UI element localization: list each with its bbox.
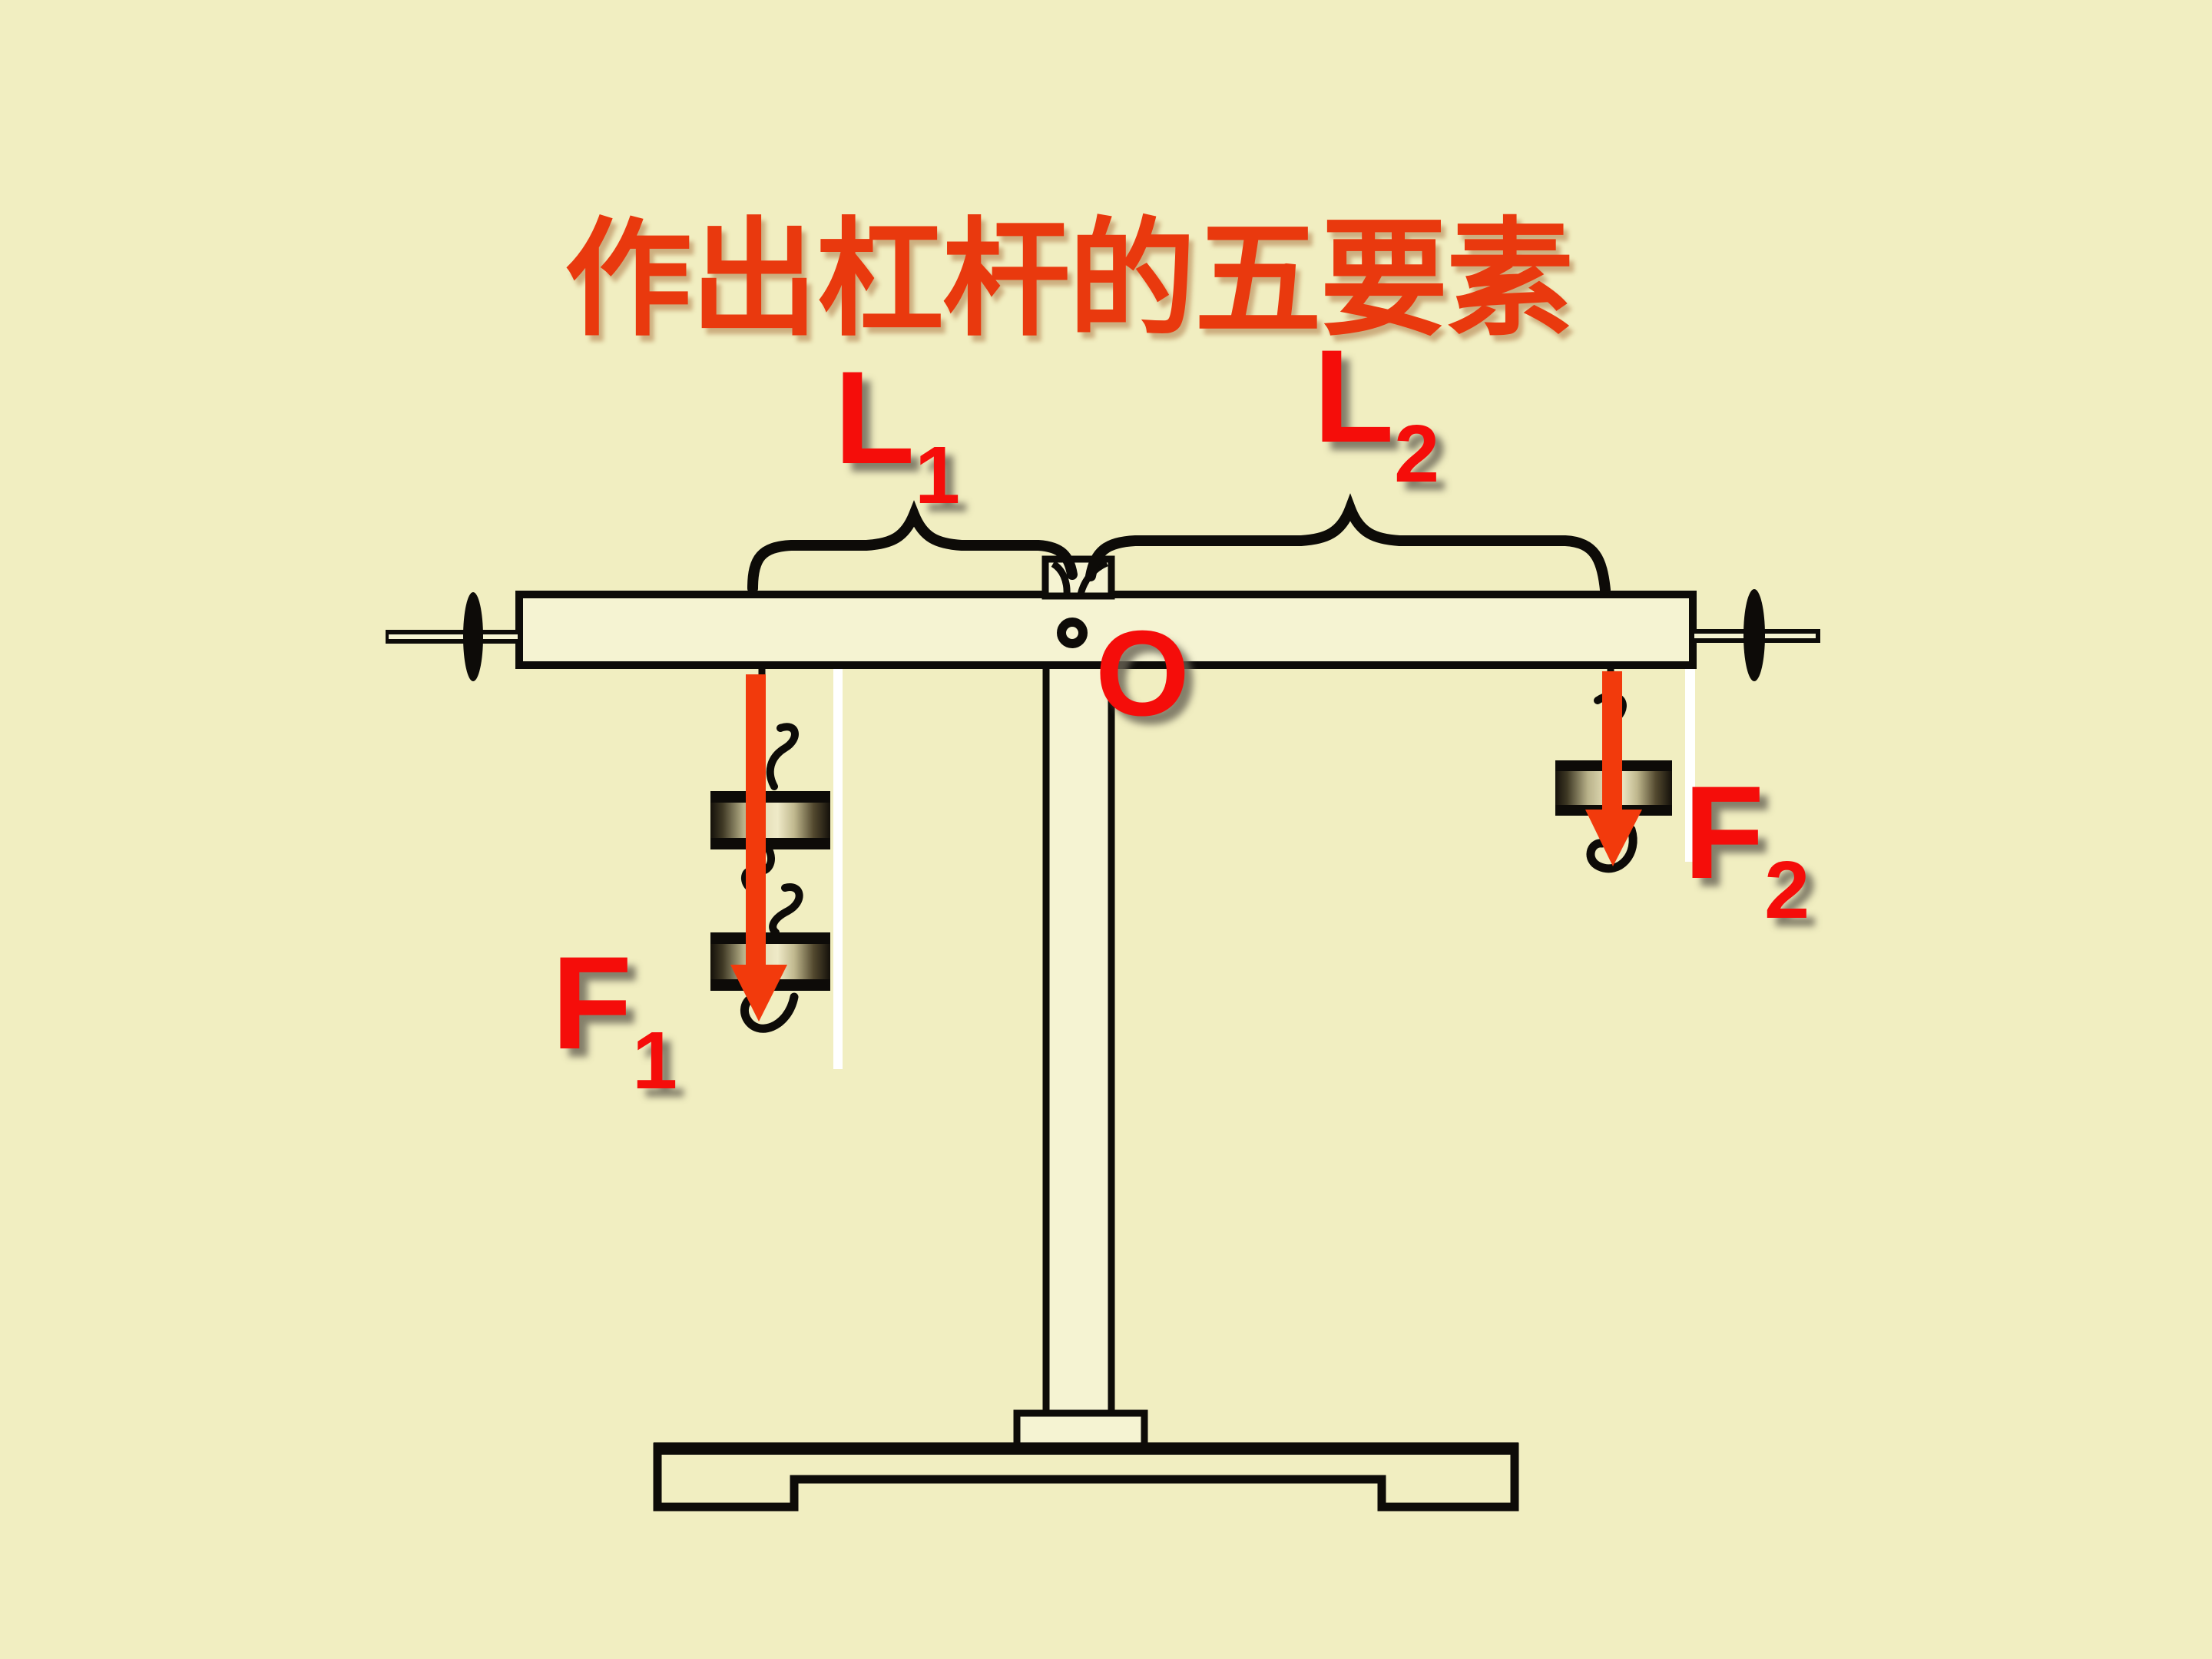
left-string-highlight bbox=[833, 668, 843, 1069]
f1-arrow-head bbox=[730, 965, 787, 1022]
stand-post bbox=[1042, 661, 1115, 1419]
f1-arrow-shaft bbox=[746, 674, 766, 968]
left-weight-2-top-edge bbox=[710, 932, 830, 944]
label-f2-subscript: 2 bbox=[1764, 845, 1810, 935]
label-f2-symbol: F bbox=[1684, 759, 1765, 906]
label-l2-symbol: L bbox=[1313, 323, 1395, 470]
right-string-highlight bbox=[1685, 668, 1695, 862]
label-lever-arm-l2: L2 bbox=[1313, 330, 1439, 495]
left-weight-1-bottom-edge bbox=[710, 838, 830, 849]
label-f1-symbol: F bbox=[551, 929, 633, 1077]
left-weight-1-top-edge bbox=[710, 791, 830, 803]
right-pin bbox=[1691, 589, 1820, 681]
label-lever-arm-l1: L1 bbox=[834, 352, 960, 516]
label-o-symbol: O bbox=[1095, 606, 1190, 741]
fulcrum-notch-left-curve bbox=[1051, 561, 1071, 595]
right-pin-disc bbox=[1743, 589, 1765, 681]
left-pin-rod-gap bbox=[389, 634, 518, 639]
f2-arrow-shaft bbox=[1602, 671, 1622, 813]
stand-base-top-edge bbox=[654, 1442, 1518, 1455]
left-hook-mid-lower bbox=[769, 883, 803, 936]
label-l2-subscript: 2 bbox=[1394, 409, 1440, 499]
brace-l1-icon bbox=[747, 500, 1078, 594]
left-hook-top bbox=[766, 723, 799, 790]
label-force-f2: F2 bbox=[1684, 767, 1810, 931]
brace-l2-icon bbox=[1085, 493, 1611, 595]
stand-base bbox=[653, 1442, 1519, 1512]
force-f2-down-arrow-icon bbox=[1585, 671, 1642, 866]
left-pin-disc bbox=[463, 592, 483, 681]
f2-arrow-head bbox=[1585, 810, 1642, 866]
label-f1-subscript: 1 bbox=[632, 1015, 678, 1106]
label-l1-subscript: 1 bbox=[915, 430, 961, 521]
slide-title: 作出杠杆的五要素 bbox=[565, 209, 1574, 351]
right-hook-bottom bbox=[1586, 825, 1637, 873]
force-f1-down-arrow-icon bbox=[730, 674, 787, 1022]
axle-hole bbox=[1057, 618, 1088, 648]
label-l1-symbol: L bbox=[834, 344, 916, 492]
left-weight-assembly bbox=[710, 665, 830, 1033]
left-pin bbox=[386, 592, 522, 681]
label-force-f1: F1 bbox=[551, 937, 677, 1101]
label-fulcrum-o: O bbox=[1095, 613, 1190, 734]
